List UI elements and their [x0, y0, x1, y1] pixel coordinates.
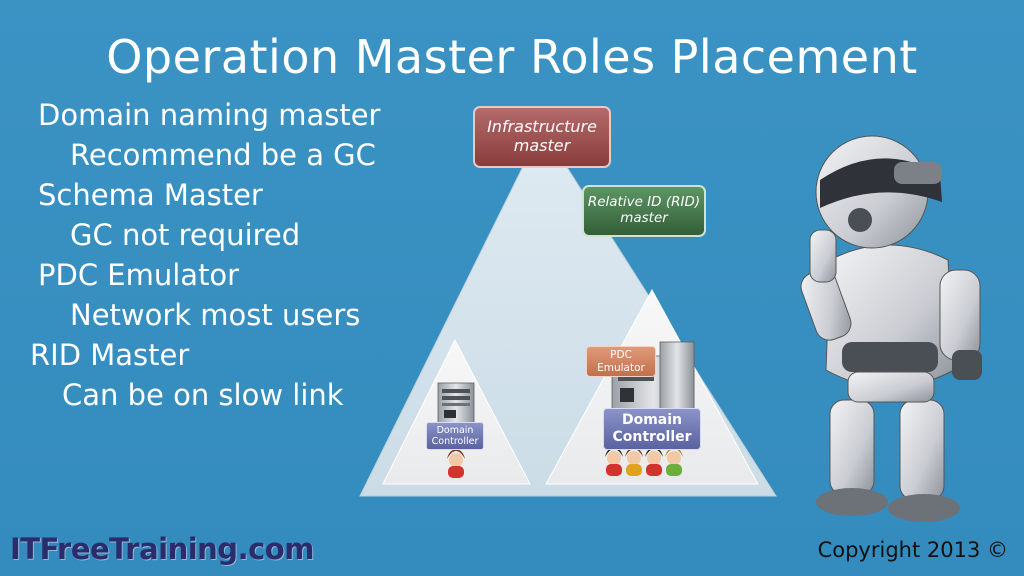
copyright-text: Copyright 2013 © [817, 538, 1008, 562]
box-label: Domain [436, 424, 474, 436]
brand-logo-text: ITFreeTraining.com [10, 532, 314, 566]
bullet-item: Schema Master [38, 178, 263, 212]
rid-master-box: Relative ID (RID) master [582, 185, 706, 237]
bullet-subitem: Recommend be a GC [70, 138, 376, 172]
infrastructure-master-box: Infrastructure master [473, 106, 611, 168]
box-label: Infrastructure [487, 117, 597, 137]
bullet-subitem: Can be on slow link [62, 378, 344, 412]
bullet-item: Domain naming master [38, 98, 381, 132]
bullet-subitem: Network most users [70, 298, 361, 332]
server-icon [437, 382, 475, 428]
bullet-subitem: GC not required [70, 218, 301, 252]
domain-controller-large-box: Domain Controller [603, 408, 701, 450]
bullet-item: PDC Emulator [38, 258, 240, 292]
box-label: Domain [621, 412, 683, 429]
box-label: PDC [610, 349, 632, 362]
robot-mascot-icon [800, 135, 982, 522]
user-icon [665, 447, 683, 476]
box-label: master [513, 136, 571, 155]
user-icon [447, 449, 465, 478]
pdc-emulator-box: PDC Emulator [586, 346, 656, 377]
box-label: Controller [612, 429, 692, 445]
box-label: Emulator [597, 361, 645, 374]
slide-title: Operation Master Roles Placement [106, 30, 918, 84]
box-label: Relative ID (RID) [587, 194, 701, 211]
bullet-item: RID Master [30, 338, 190, 372]
domain-controller-small-box: Domain Controller [426, 422, 484, 450]
box-label: Controller [431, 436, 479, 447]
box-label: master [620, 210, 668, 226]
